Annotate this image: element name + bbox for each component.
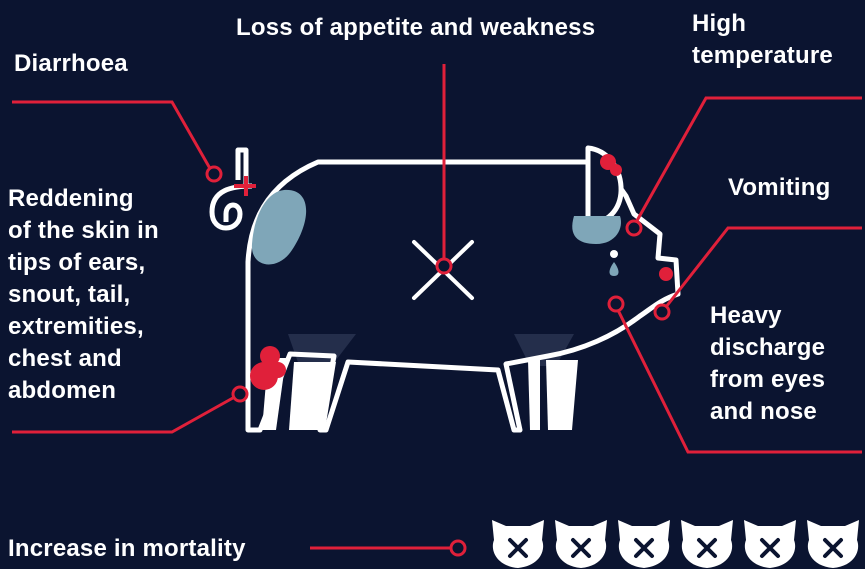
vomiting-label: Vomiting [728, 172, 830, 203]
pig-face-icon [807, 520, 859, 568]
back-left-leg [528, 360, 540, 430]
skin-label-line: extremities, [8, 311, 144, 342]
diarrhoea-label: Diarrhoea [14, 48, 128, 79]
temperature-label-line1: High [692, 8, 746, 39]
pig-face-icon [492, 520, 544, 568]
back-right-leg [546, 360, 578, 430]
temperature-leader [634, 98, 862, 226]
skin-label-line: snout, tail, [8, 279, 130, 310]
discharge-label-line: Heavy [710, 300, 782, 331]
ear-red-spot [610, 164, 622, 176]
skin-label-line: of the skin in [8, 215, 159, 246]
pig-face-icon [555, 520, 607, 568]
mortality-icons [492, 520, 859, 568]
mortality-label: Increase in mortality [8, 533, 246, 564]
tear-dot [610, 250, 618, 258]
temperature-marker [627, 221, 641, 235]
diarrhoea-marker [207, 167, 221, 181]
appetite-label: Loss of appetite and weakness [236, 12, 595, 43]
discharge-label-line: and nose [710, 396, 817, 427]
skin-marker [233, 387, 247, 401]
skin-label-line: Reddening [8, 183, 134, 214]
discharge-label-line: from eyes [710, 364, 825, 395]
tear-drop [610, 262, 619, 276]
haunch-blue-patch [252, 190, 306, 265]
pig-face-icon [681, 520, 733, 568]
appetite-marker [437, 259, 451, 273]
pig-face-icon [618, 520, 670, 568]
skin-label-line: tips of ears, [8, 247, 145, 278]
diarrhoea-leader [12, 102, 212, 172]
snout-blue-patch [572, 216, 621, 244]
mortality-marker [451, 541, 465, 555]
skin-label-line: abdomen [8, 375, 116, 406]
leg-red-spot [270, 362, 286, 378]
skin-label-line: chest and [8, 343, 122, 374]
temperature-label-line2: temperature [692, 40, 833, 71]
snout-red-spot [659, 267, 673, 281]
discharge-label-line: discharge [710, 332, 825, 363]
vomiting-marker [655, 305, 669, 319]
pig-face-icon [744, 520, 796, 568]
discharge-marker [609, 297, 623, 311]
